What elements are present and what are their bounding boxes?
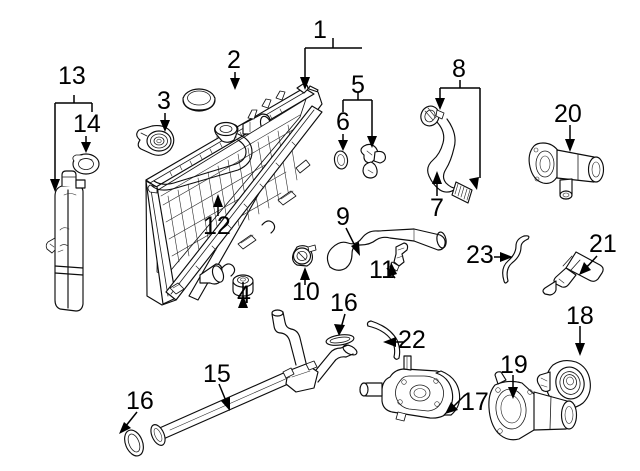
leader-17 (445, 394, 466, 414)
leader-7 (432, 171, 442, 196)
leader-2 (230, 72, 240, 90)
leader-9 (345, 227, 360, 256)
leader-16-right (334, 313, 346, 336)
part-filler-neck-o-ring (333, 150, 349, 170)
callout-14: 14 (73, 110, 101, 138)
callout-18: 18 (566, 302, 594, 330)
callout-1: 1 (313, 16, 327, 44)
callout-16-right: 16 (330, 289, 358, 317)
part-water-pipe-o-ring-left (124, 429, 144, 457)
leader-1 (300, 38, 362, 90)
leader-14 (81, 136, 91, 153)
callout-3: 3 (157, 87, 171, 115)
part-thermostat-housing-cover (488, 371, 578, 441)
leader-12 (213, 194, 223, 216)
part-coolant-reservoir-tank (45, 170, 86, 312)
part-hose-clamp-top (420, 105, 445, 127)
leader-6 (338, 134, 348, 151)
leader-19 (508, 375, 518, 399)
leader-4 (238, 282, 248, 308)
leader-21 (579, 255, 598, 275)
part-thermostat (536, 359, 591, 409)
callout-15: 15 (203, 360, 231, 388)
part-upper-radiator-hose (427, 118, 458, 193)
leader-8 (435, 80, 481, 190)
part-water-inlet-pipe (150, 309, 358, 446)
leader-5 (342, 92, 377, 148)
leader-18 (575, 326, 585, 356)
leader-16-left (119, 411, 138, 434)
callout-23: 23 (466, 241, 494, 269)
part-water-bypass-hose (502, 235, 530, 284)
part-radiator-cap-bracket (136, 125, 175, 156)
callout-22: 22 (398, 326, 426, 354)
callout-21: 21 (589, 230, 617, 258)
leader-13 (50, 95, 93, 192)
callout-12: 12 (203, 212, 231, 240)
callout-20: 20 (554, 100, 582, 128)
callout-17: 17 (461, 388, 489, 416)
callout-5: 5 (351, 71, 365, 99)
leader-22 (383, 337, 403, 347)
leader-23 (494, 252, 513, 262)
callout-13: 13 (58, 62, 86, 90)
callout-4: 4 (237, 281, 251, 309)
part-water-pipe-o-ring-right (325, 334, 355, 346)
callout-19: 19 (500, 351, 528, 379)
part-radiator-drain-cock (291, 244, 317, 267)
part-water-outlet-connector (528, 142, 605, 200)
callout-9: 9 (336, 203, 350, 231)
callout-11: 11 (369, 256, 395, 284)
part-reservoir-tank-cap (72, 153, 100, 175)
part-reservoir-overflow-hose (151, 133, 253, 191)
leader-15 (218, 383, 230, 411)
callout-16-left: 16 (126, 387, 154, 415)
part-radiator-cap (182, 88, 216, 112)
callout-7: 7 (430, 194, 444, 222)
leader-20 (565, 125, 575, 152)
part-water-pump-housing (359, 355, 461, 422)
callout-10: 10 (292, 278, 320, 306)
leader-11 (386, 262, 397, 279)
part-radiator-assembly (145, 83, 323, 306)
part-hose-clamp-bottom (451, 181, 473, 204)
leader-3 (160, 113, 170, 132)
leader-10 (300, 267, 310, 285)
callout-8: 8 (452, 55, 466, 83)
part-filler-neck-kit (333, 143, 387, 179)
callout-2: 2 (227, 46, 241, 74)
callout-6: 6 (336, 108, 350, 136)
